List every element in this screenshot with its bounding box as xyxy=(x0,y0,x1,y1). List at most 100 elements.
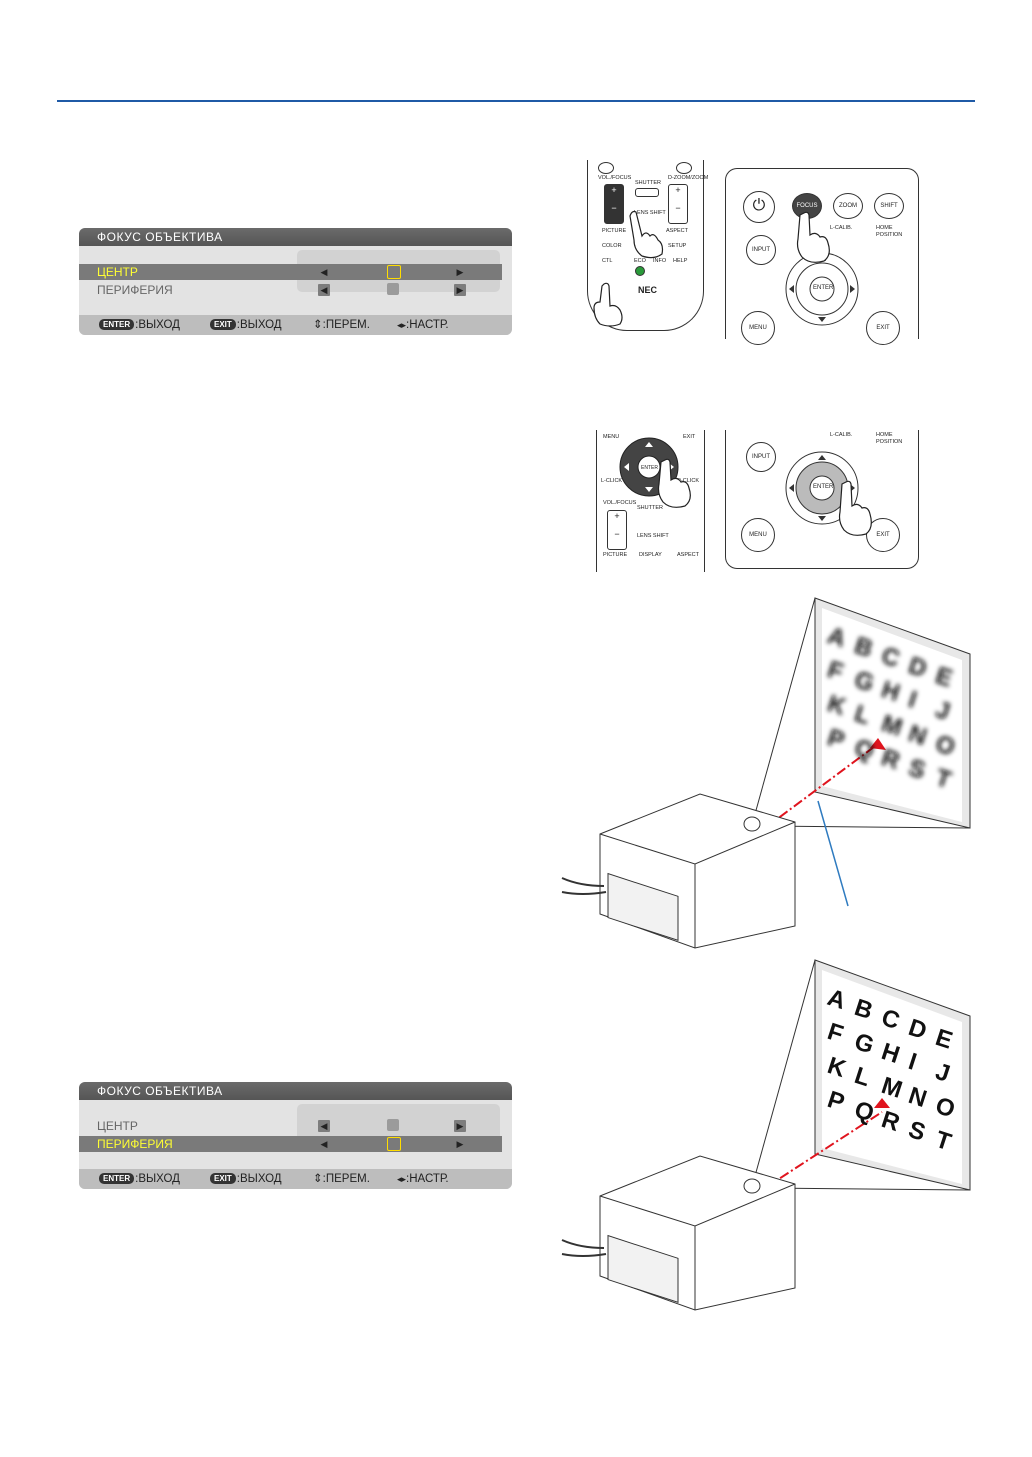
left-right-icon: ◂▸ xyxy=(397,320,407,330)
right-arrow-icon[interactable]: ▶ xyxy=(456,267,464,277)
up-down-icon: ⇕ xyxy=(313,319,323,331)
enter-button-label: ENTER xyxy=(813,484,834,490)
menu-footer: ENTER:ВЫХОД EXIT:ВЫХОД ⇕:ПЕРЕМ. ◂▸:НАСТР… xyxy=(79,1169,512,1189)
pointing-hand-icon xyxy=(629,210,664,259)
shift-button: SHIFT xyxy=(874,193,904,219)
footer-adj-text: :НАСТР. xyxy=(406,319,449,331)
power-icon: ⏻ xyxy=(743,191,775,223)
position-label: POSITION xyxy=(876,232,903,238)
remote-button xyxy=(598,162,614,174)
dpad-icon xyxy=(785,252,859,326)
remote-label: ASPECT xyxy=(666,228,689,234)
remote-label: SETUP xyxy=(668,243,687,249)
remote-label: SHUTTER xyxy=(635,180,661,186)
footer-exit-text: :ВЫХОД xyxy=(236,319,282,331)
left-arrow-icon[interactable]: ◀ xyxy=(320,267,328,277)
right-arrow-icon[interactable]: ▶ xyxy=(454,284,466,296)
lens-focus-menu-bottom: ФОКУС ОБЪЕКТИВА ЦЕНТР ◀ ▶ ПЕРИФЕРИЯ ◀ ▶ … xyxy=(79,1082,512,1189)
remote-label: COLOR xyxy=(602,243,622,249)
screen-letter: S xyxy=(905,1116,929,1147)
footer-nav-text: :ПЕРЕМ. xyxy=(322,319,370,331)
row-label: ПЕРИФЕРИЯ xyxy=(97,283,173,297)
minus-label: − xyxy=(675,203,681,213)
zoom-button: ZOOM xyxy=(833,193,863,219)
slider-knob[interactable] xyxy=(387,265,401,279)
remote-label: DISPLAY xyxy=(639,552,662,558)
connector-panel xyxy=(607,872,679,942)
menu-footer: ENTER:ВЫХОД EXIT:ВЫХОД ⇕:ПЕРЕМ. ◂▸:НАСТР… xyxy=(79,315,512,335)
left-arrow-icon[interactable]: ◀ xyxy=(318,1120,330,1132)
remote-label: ASPECT xyxy=(677,552,700,558)
projector-panel-illustration-1: ⏻ FOCUS ZOOM SHIFT L-CALIB. HOME POSITIO… xyxy=(725,168,919,345)
footer-enter-text: :ВЫХОД xyxy=(135,1173,180,1185)
left-right-icon: ◂▸ xyxy=(397,1174,407,1184)
remote-control-illustration-2: MENU EXIT ENTER L-CLICK R-CLICK VOL./FOC… xyxy=(596,430,705,572)
position-label: POSITION xyxy=(876,439,903,445)
right-arrow-icon[interactable]: ▶ xyxy=(454,1120,466,1132)
lens-focus-menu-top: ФОКУС ОБЪЕКТИВА ЦЕНТР ◀ ▶ ПЕРИФЕРИЯ ◀ ▶ … xyxy=(79,228,512,335)
remote-label: CTL xyxy=(602,258,613,264)
connector-panel xyxy=(607,1234,679,1304)
remote-label: EXIT xyxy=(683,434,696,440)
row-label: ПЕРИФЕРИЯ xyxy=(97,1137,173,1151)
right-arrow-icon[interactable]: ▶ xyxy=(456,1139,464,1149)
slider-knob[interactable] xyxy=(387,1137,401,1151)
remote-label: L-CLICK xyxy=(601,478,623,484)
remote-label: PICTURE xyxy=(602,228,627,234)
menu-title: ФОКУС ОБЪЕКТИВА xyxy=(79,228,512,246)
row-center[interactable]: ЦЕНТР ◀ ▶ xyxy=(79,264,502,280)
remote-label: INFO xyxy=(653,258,667,264)
screen-letter: E xyxy=(932,662,956,693)
home-label: HOME xyxy=(876,225,893,231)
plus-label: + xyxy=(611,185,617,195)
input-button: INPUT xyxy=(746,442,776,472)
menu-title: ФОКУС ОБЪЕКТИВА xyxy=(79,1082,512,1100)
remote-label: LENS SHIFT xyxy=(634,210,666,216)
remote-control-illustration-1: VOL./FOCUS SHUTTER D-ZOOM/ZOOM + − + − L… xyxy=(587,160,708,331)
eco-button xyxy=(635,266,645,276)
remote-label: PICTURE xyxy=(603,552,628,558)
shutter-button xyxy=(635,188,659,197)
slider-knob[interactable] xyxy=(387,1119,399,1131)
pointing-hand-icon xyxy=(593,282,623,327)
lcalib-label: L-CALIB. xyxy=(830,432,853,438)
pointing-hand-icon xyxy=(796,211,830,263)
row-periphery[interactable]: ПЕРИФЕРИЯ ◀ ▶ xyxy=(79,1136,502,1152)
vol-focus-rocker: + − xyxy=(604,184,624,224)
slider-knob[interactable] xyxy=(387,283,399,295)
remote-label: VOL./FOCUS xyxy=(603,500,637,506)
row-label: ЦЕНТР xyxy=(97,1119,138,1133)
enter-button-label: ENTER xyxy=(641,465,658,471)
up-down-icon: ⇕ xyxy=(313,1173,323,1185)
exit-button: EXIT xyxy=(866,311,900,345)
row-periphery[interactable]: ПЕРИФЕРИЯ ◀ ▶ xyxy=(79,282,502,298)
footer-enter-text: :ВЫХОД xyxy=(135,319,180,331)
lcalib-label: L-CALIB. xyxy=(830,225,853,231)
projector-panel-illustration-2: L-CALIB. HOME POSITION INPUT ENTER MENU … xyxy=(725,430,919,569)
remote-label: D-ZOOM/ZOOM xyxy=(668,175,709,181)
footer-adj-text: :НАСТР. xyxy=(406,1173,449,1185)
menu-button: MENU xyxy=(741,518,775,552)
menu-button: MENU xyxy=(741,311,775,345)
pointing-hand-icon xyxy=(657,458,691,508)
zoom-rocker: + − xyxy=(668,184,688,224)
remote-label: ECO xyxy=(634,258,646,264)
footer-exit-text: :ВЫХОД xyxy=(236,1173,282,1185)
remote-label: R-CLICK xyxy=(677,478,700,484)
exit-key-icon: EXIT xyxy=(210,1173,236,1184)
row-label: ЦЕНТР xyxy=(97,265,138,279)
plus-label: + xyxy=(614,511,620,521)
screen-letter: S xyxy=(905,754,929,785)
remote-label: SHUTTER xyxy=(637,505,663,511)
left-arrow-icon[interactable]: ◀ xyxy=(320,1139,328,1149)
screen-letter: E xyxy=(932,1024,956,1055)
enter-key-icon: ENTER xyxy=(99,1173,135,1184)
left-arrow-icon[interactable]: ◀ xyxy=(318,284,330,296)
screen-letter: P xyxy=(824,724,848,755)
brand-logo: NEC xyxy=(638,285,658,295)
remote-label: VOL./FOCUS xyxy=(598,175,632,181)
remote-label: LENS SHIFT xyxy=(637,533,669,539)
row-center[interactable]: ЦЕНТР ◀ ▶ xyxy=(79,1118,502,1134)
vol-focus-rocker: + − xyxy=(607,510,627,550)
